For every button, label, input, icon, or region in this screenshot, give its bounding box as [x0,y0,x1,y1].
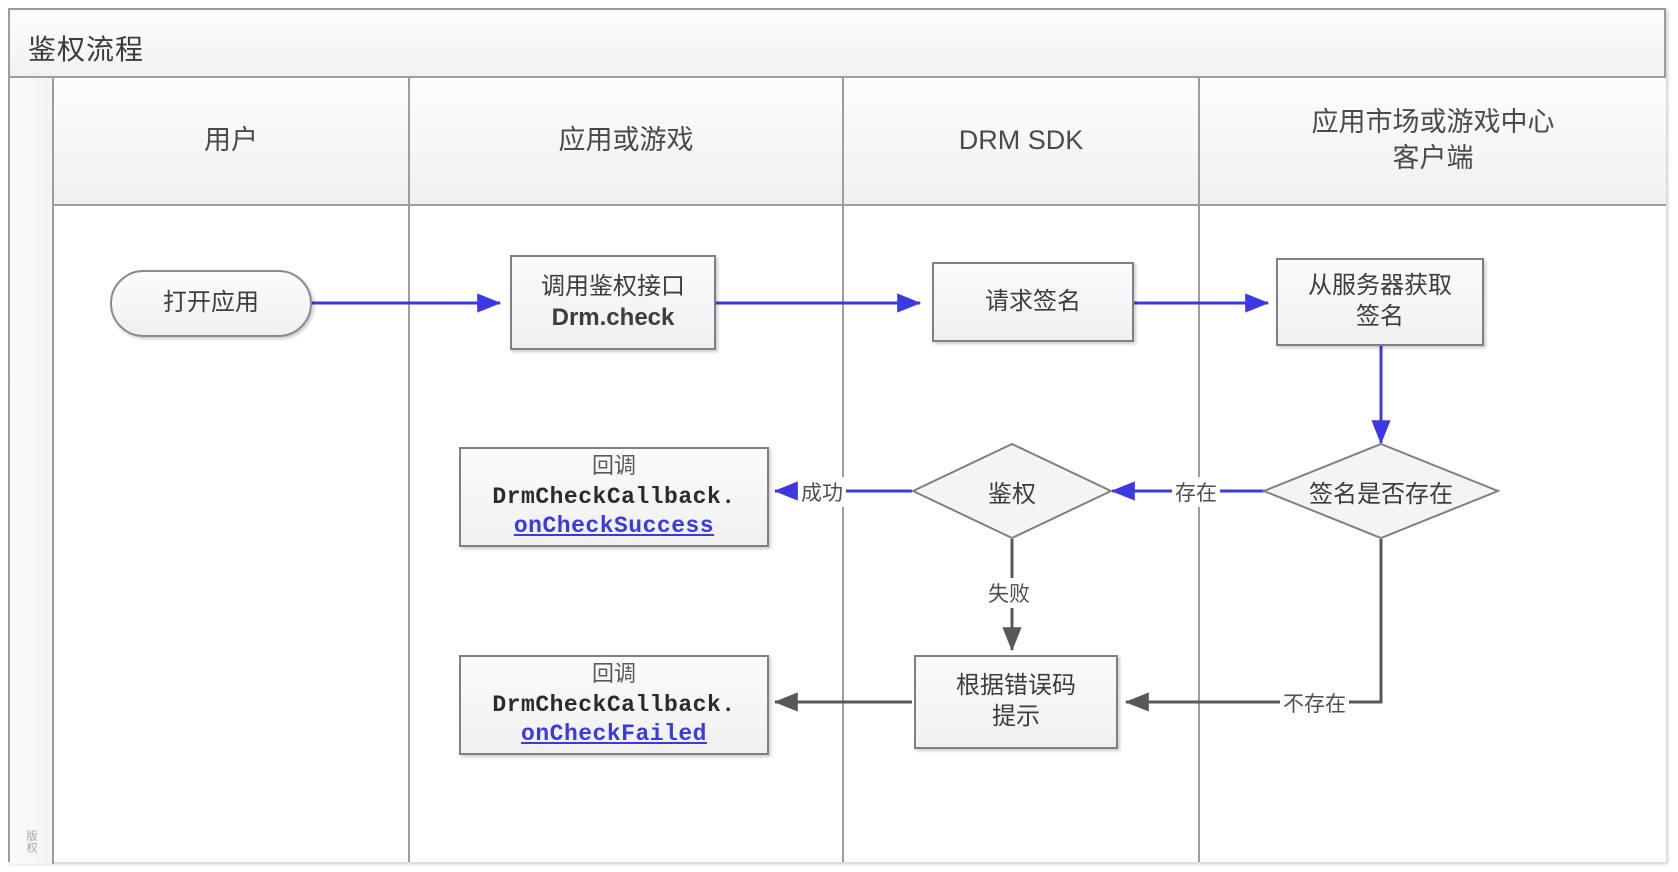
diagram-outer-frame: 鉴权流程 版权 用户 应用或游戏 DRM SDK 应用市场或游戏中心 客户端 [8,8,1666,864]
node-callback-failed-class: DrmCheckCallback. [492,691,736,718]
diagram-title-bar: 鉴权流程 [10,10,1664,78]
node-callback-success-title: 回调 [591,453,636,479]
lane-header-market-line1: 应用市场或游戏中心 [1311,107,1555,138]
node-callback-failed-title: 回调 [591,661,636,687]
edge-label-success: 成功 [798,477,846,507]
lane-header-market: 应用市场或游戏中心 客户端 [1200,78,1666,204]
lane-header-row: 用户 应用或游戏 DRM SDK 应用市场或游戏中心 客户端 [54,78,1666,206]
lane-body-sdk [844,206,1200,862]
left-vertical-strip: 版权 [10,78,54,864]
lane-header-sdk: DRM SDK [844,78,1200,204]
edge-label-failure: 失败 [985,578,1033,608]
lane-body-app [410,206,844,862]
edge-label-exists: 存在 [1172,477,1220,507]
diagram-title: 鉴权流程 [28,34,145,65]
edge-label-not-exists: 不存在 [1280,688,1349,718]
lane-header-app-label: 应用或游戏 [558,125,694,156]
node-call-auth-api[interactable]: 调用鉴权接口 Drm.check [510,255,716,350]
node-error-code-tip-line2: 提示 [992,703,1040,730]
node-callback-failed[interactable]: 回调 DrmCheckCallback. onCheckFailed [459,655,769,755]
node-call-auth-api-line2: Drm.check [551,303,675,331]
lane-header-market-label: 应用市场或游戏中心 客户端 [1312,105,1555,176]
watermark-label: 版权 [25,830,37,854]
lane-header-sdk-label: DRM SDK [958,125,1084,156]
node-open-app[interactable]: 打开应用 [110,270,312,337]
node-request-signature-label: 请求签名 [985,287,1081,315]
node-decision-signature-exists[interactable]: 签名是否存在 [1261,442,1501,540]
lane-header-market-line2: 客户端 [1392,143,1474,173]
lane-header-user-label: 用户 [204,125,258,156]
node-callback-success-method[interactable]: onCheckSuccess [513,513,715,540]
lane-header-app: 应用或游戏 [410,78,844,204]
node-request-signature[interactable]: 请求签名 [932,262,1134,342]
node-callback-success[interactable]: 回调 DrmCheckCallback. onCheckSuccess [459,447,769,547]
lane-header-user: 用户 [54,78,410,204]
node-fetch-signature-line2: 签名 [1356,303,1404,330]
node-call-auth-api-line1: 调用鉴权接口 [541,272,685,300]
node-error-code-tip[interactable]: 根据错误码 提示 [914,655,1118,749]
lane-body-user [54,206,410,862]
node-open-app-label: 打开应用 [163,289,259,317]
node-callback-failed-method[interactable]: onCheckFailed [521,721,707,748]
node-decision-auth[interactable]: 鉴权 [910,442,1114,540]
node-fetch-signature-line1: 从服务器获取 [1308,272,1452,300]
node-fetch-signature[interactable]: 从服务器获取 签名 [1276,258,1484,346]
node-callback-success-class: DrmCheckCallback. [492,483,736,510]
node-error-code-tip-line1: 根据错误码 [956,672,1076,700]
